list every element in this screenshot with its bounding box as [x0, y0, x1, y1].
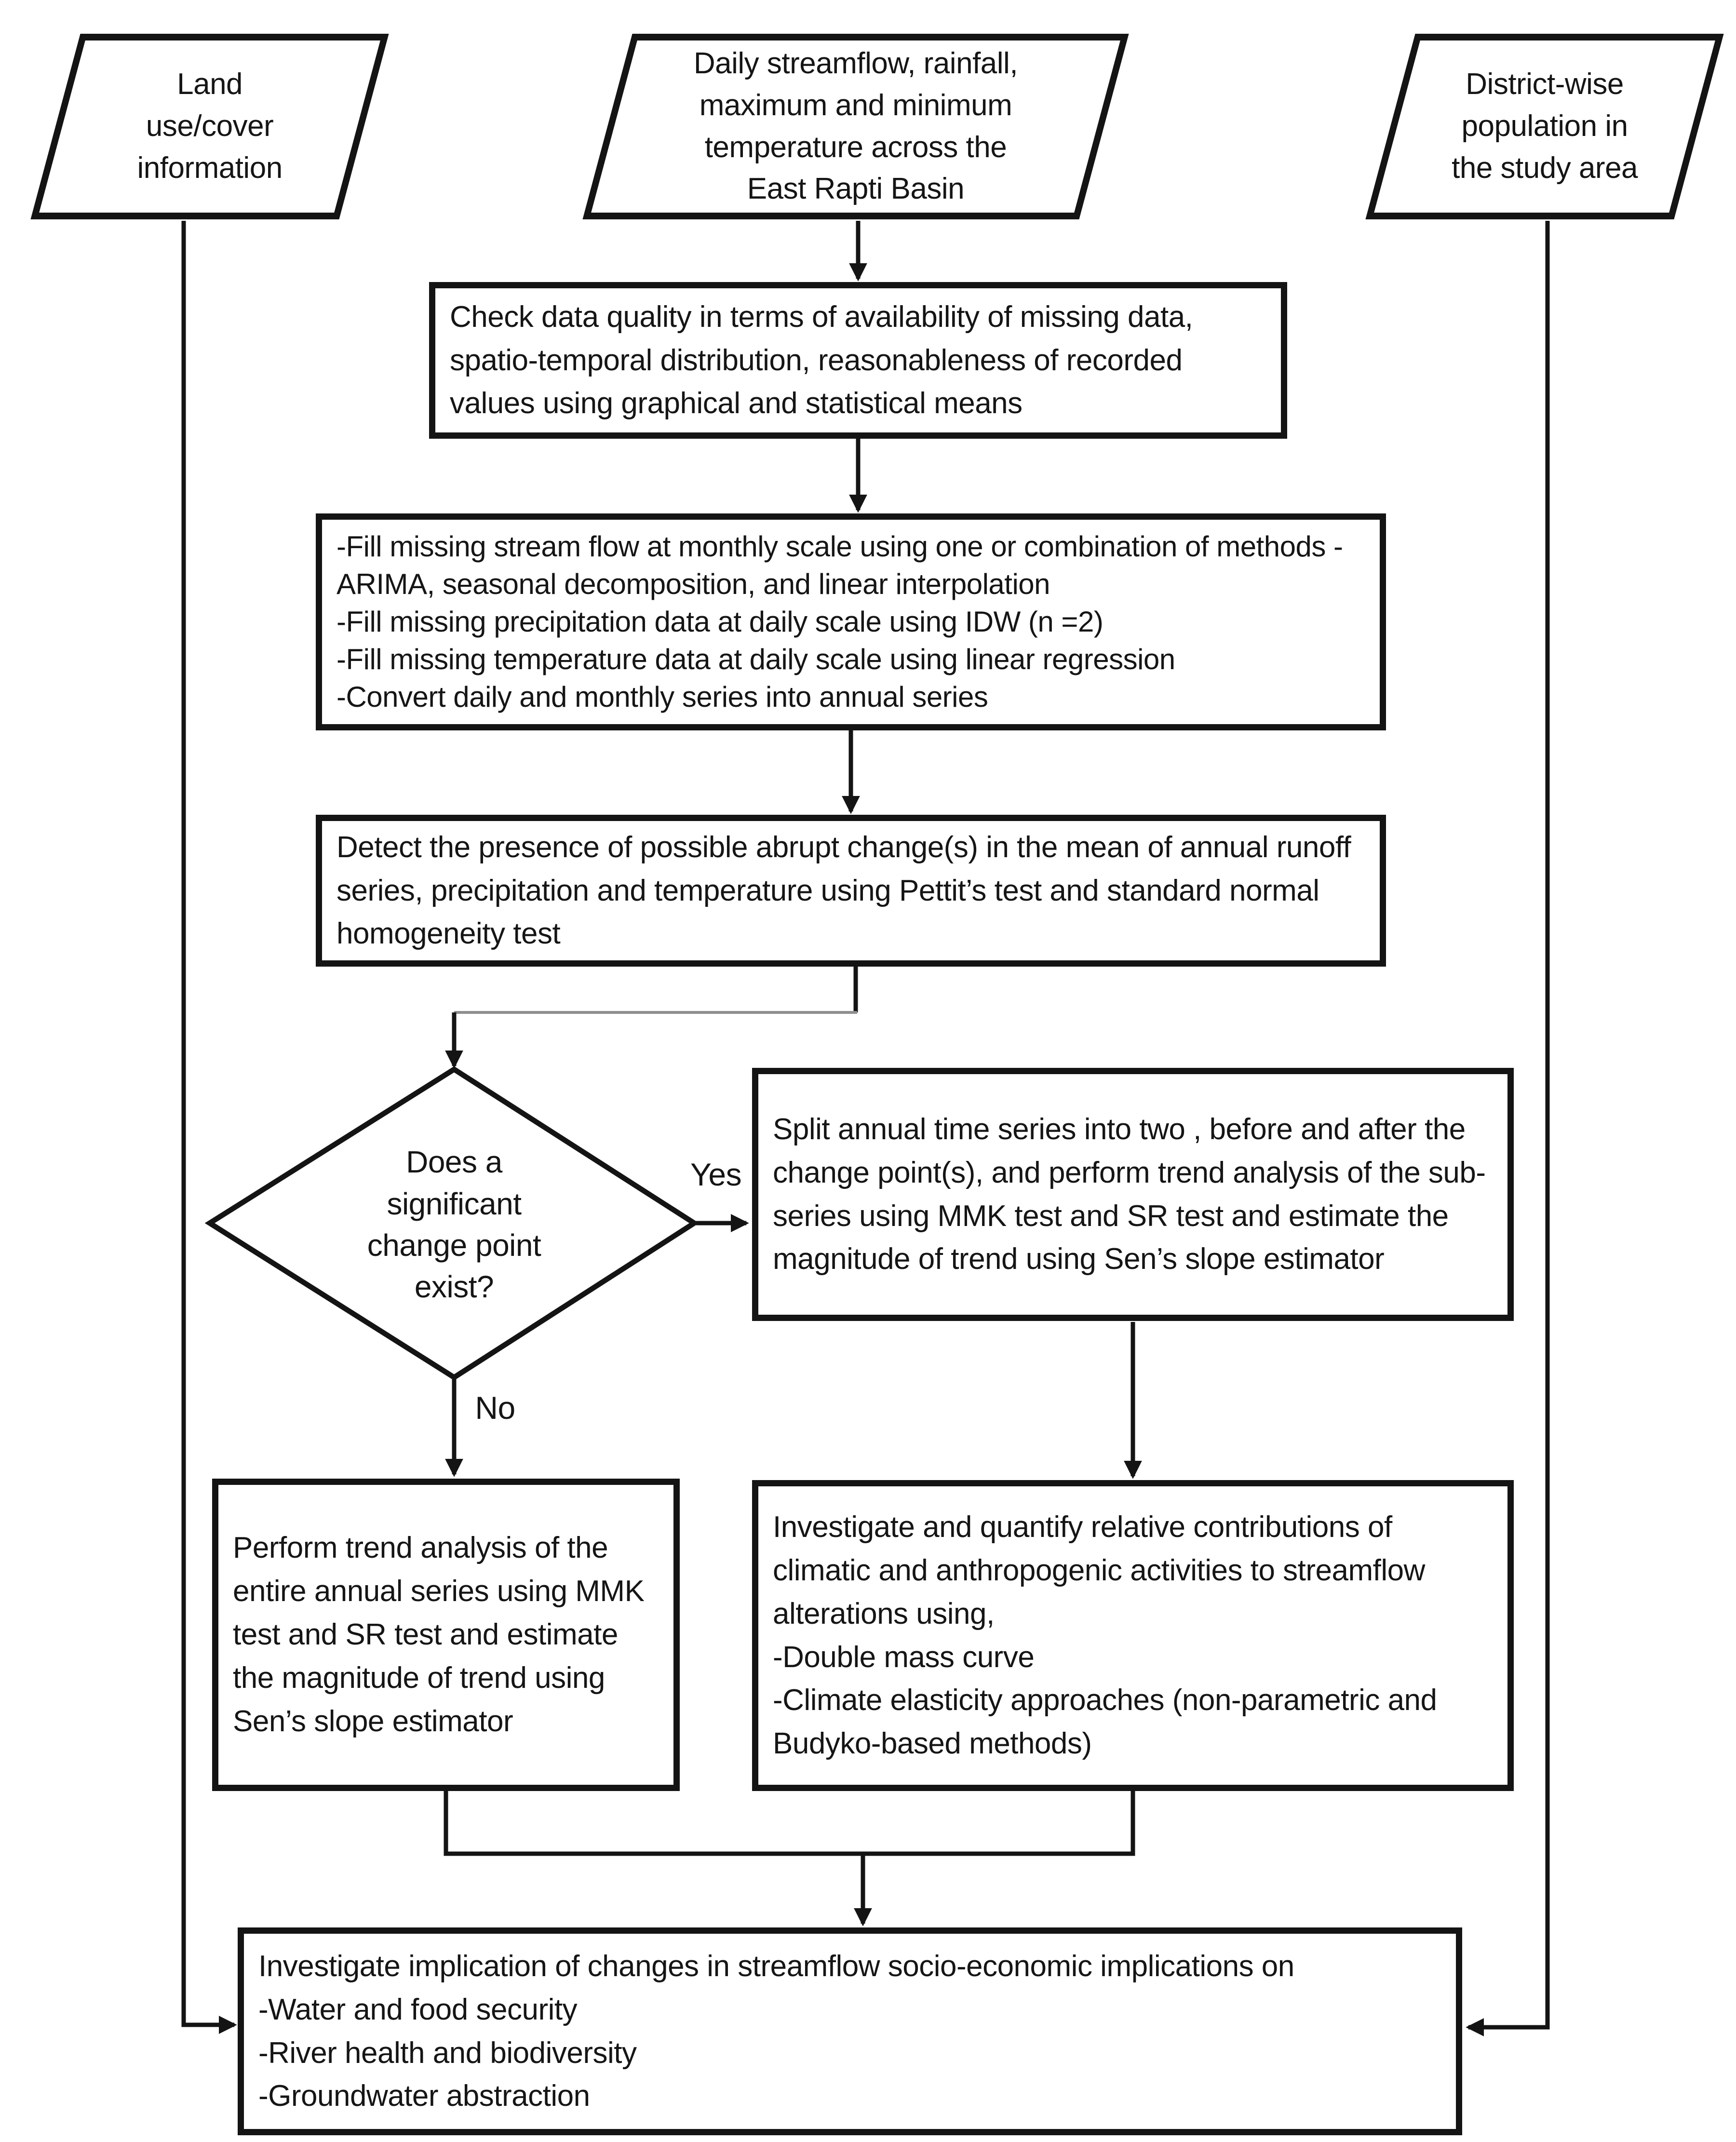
process-gap-filling-label: -Fill missing stream flow at monthly sca…: [336, 530, 1343, 713]
arrow-population-to-implications: [1466, 221, 1550, 2036]
process-quality-check: Check data quality in terms of availabil…: [429, 282, 1287, 439]
process-trend-full-series-label: Perform trend analysis of the entire ann…: [233, 1531, 645, 1738]
arrow-landuse-to-implications: [181, 221, 237, 2034]
input-population-label: District-wise population in the study ar…: [1452, 67, 1638, 185]
process-split-series-label: Split annual time series into two , befo…: [773, 1112, 1486, 1276]
process-implications-label: Investigate implication of changes in st…: [258, 1949, 1294, 2113]
process-change-detection-label: Detect the presence of possible abrupt c…: [336, 830, 1351, 951]
process-attribution-label: Investigate and quantify relative contri…: [773, 1510, 1437, 1761]
decision-diamond-shape: [204, 1066, 700, 1381]
process-change-detection: Detect the presence of possible abrupt c…: [316, 815, 1386, 967]
process-implications: Investigate implication of changes in st…: [238, 1927, 1462, 2135]
connector-merge-bus: [444, 1790, 1135, 1856]
label-yes: Yes: [690, 1157, 742, 1192]
process-gap-filling: -Fill missing stream flow at monthly sca…: [316, 513, 1386, 730]
process-split-series: Split annual time series into two , befo…: [752, 1068, 1514, 1321]
decision-change-point: Does a significant change point exist?: [367, 1145, 541, 1305]
label-no: No: [475, 1390, 515, 1426]
process-attribution: Investigate and quantify relative contri…: [752, 1480, 1514, 1791]
process-quality-check-label: Check data quality in terms of availabil…: [450, 300, 1193, 420]
input-climate-data-label: Daily streamflow, rainfall, maximum and …: [693, 46, 1018, 206]
input-population: District-wise population in the study ar…: [1365, 34, 1724, 219]
process-trend-full-series: Perform trend analysis of the entire ann…: [212, 1479, 680, 1791]
input-land-use-label: Land use/cover information: [137, 67, 283, 185]
input-land-use: Land use/cover information: [30, 34, 389, 219]
input-climate-data: Daily streamflow, rainfall, maximum and …: [582, 34, 1129, 219]
